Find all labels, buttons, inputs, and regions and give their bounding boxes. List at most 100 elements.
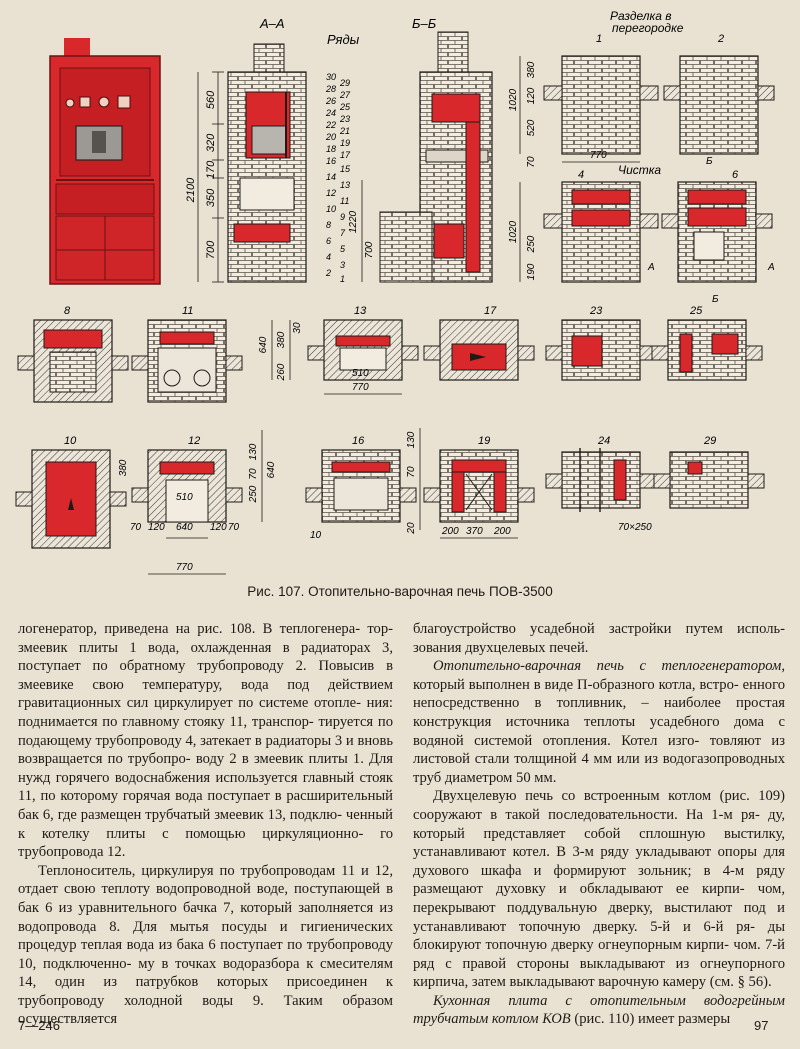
mark-b-bottom: Б [712, 294, 719, 305]
svg-text:13: 13 [354, 305, 367, 317]
svg-text:3: 3 [340, 260, 345, 270]
row12-dim-1: 640 [266, 461, 277, 478]
svg-text:19: 19 [478, 435, 490, 447]
plan6-label: 6 [732, 169, 739, 181]
svg-text:770: 770 [352, 382, 369, 393]
plan1-dim-4: 520 [526, 119, 537, 136]
plan-10: 10 [15, 435, 127, 549]
dim-1220: 1220 [348, 210, 359, 233]
row13-dim-1: 640 [258, 336, 269, 353]
signature-mark: 7—246 [18, 1018, 60, 1033]
row13-dim-4: 30 [292, 322, 303, 334]
dim-aa-5: 700 [205, 240, 217, 259]
svg-text:25: 25 [689, 305, 703, 317]
plan-4 [543, 181, 659, 283]
svg-text:1: 1 [340, 274, 345, 284]
paragraph-heading: Отопительно-варочная печь с теплогенерат… [433, 658, 785, 675]
plan-13: 13 510 770 [307, 305, 419, 395]
plan-25: 25 [651, 305, 763, 381]
paragraph: Отопительно-варочная печь с теплогенерат… [413, 658, 785, 786]
svg-text:6: 6 [326, 236, 331, 246]
svg-text:10: 10 [310, 530, 322, 541]
paragraph: Теплоноситель, циркулируя по трубопровод… [18, 862, 393, 1028]
plan1-label: 1 [596, 33, 602, 45]
plan1-dim-1: 1020 [508, 88, 519, 111]
plan4-dim-2: 250 [526, 235, 537, 253]
plan-23: 23 [545, 305, 657, 381]
svg-text:12: 12 [188, 435, 200, 447]
svg-text:30: 30 [326, 72, 336, 82]
mark-b-top: Б [706, 156, 713, 167]
svg-text:19: 19 [340, 138, 350, 148]
section-aa [227, 43, 307, 283]
svg-text:510: 510 [352, 368, 369, 379]
svg-text:10: 10 [326, 204, 336, 214]
svg-text:13: 13 [340, 180, 350, 190]
dimensions-aa [197, 71, 224, 283]
plan-8: 8 [17, 305, 129, 403]
plan-29: 29 [653, 435, 765, 509]
partition-label-2: перегородке [612, 21, 684, 35]
svg-text:8: 8 [326, 220, 331, 230]
svg-text:4: 4 [326, 252, 331, 262]
svg-text:70: 70 [228, 522, 240, 533]
svg-text:29: 29 [703, 435, 716, 447]
plan1-dim-2: 380 [526, 61, 537, 78]
row10-dim: 380 [118, 459, 129, 476]
row13-dim-3: 260 [276, 363, 287, 381]
plan4-label: 4 [578, 169, 584, 181]
mark-a-right: А [767, 262, 775, 273]
partition-label-1: Разделка в [610, 9, 671, 23]
svg-text:16: 16 [352, 435, 365, 447]
svg-text:18: 18 [326, 144, 336, 154]
cleaning-label: Чистка [618, 163, 661, 177]
svg-text:200: 200 [493, 526, 511, 537]
svg-text:2: 2 [325, 268, 331, 278]
svg-text:26: 26 [325, 96, 336, 106]
svg-text:27: 27 [339, 90, 351, 100]
row12-dim-4: 250 [248, 485, 259, 503]
text-column-right: благоустройство усадебной застройки путе… [413, 620, 785, 1029]
section-bb [379, 31, 493, 283]
plan1-dim-5: 70 [526, 156, 537, 168]
row19-dim-1: 130 [406, 431, 417, 448]
section-bb-title: Б–Б [412, 16, 437, 31]
svg-text:640: 640 [176, 522, 193, 533]
dim-aa-2: 320 [205, 133, 217, 152]
dim-bb-700: 700 [364, 241, 375, 258]
row19-dim-3: 20 [406, 522, 417, 535]
svg-text:21: 21 [339, 126, 350, 136]
paragraph-heading: Кухонная плита с отопительным водогрейны… [413, 992, 785, 1028]
plan-11: 11 [131, 305, 243, 403]
dim-total: 2100 [185, 177, 197, 203]
plan2-label: 2 [717, 33, 724, 45]
svg-text:70: 70 [130, 522, 142, 533]
svg-text:370: 370 [466, 526, 483, 537]
section-aa-title: А–А [259, 16, 285, 31]
plan-1 [543, 55, 659, 155]
row12-dim-3: 70 [248, 468, 259, 480]
plan-6 [661, 181, 773, 283]
dim-aa-4: 350 [205, 188, 217, 207]
plan4-dim-1: 1020 [508, 220, 519, 243]
svg-text:29: 29 [339, 78, 350, 88]
plan1-width: 770 [590, 150, 607, 161]
rows-title: Ряды [327, 32, 360, 47]
svg-text:20: 20 [325, 132, 336, 142]
paragraph: Двухцелевую печь со встроенным котлом (р… [413, 788, 785, 991]
row19-dim-2: 70 [406, 466, 417, 478]
svg-text:5: 5 [340, 244, 346, 254]
svg-text:10: 10 [64, 435, 77, 447]
svg-text:28: 28 [325, 84, 336, 94]
svg-text:14: 14 [326, 172, 336, 182]
plan4-dim-3: 190 [526, 263, 537, 280]
plan-24: 24 70×250 [545, 435, 657, 533]
svg-text:510: 510 [176, 492, 193, 503]
plan-19: 19 200 370 200 [423, 435, 535, 539]
svg-text:9: 9 [340, 212, 345, 222]
text-column-left: логенератор, приведена на рис. 108. В те… [18, 620, 393, 1029]
paragraph: Кухонная плита с отопительным водогрейны… [413, 992, 785, 1028]
